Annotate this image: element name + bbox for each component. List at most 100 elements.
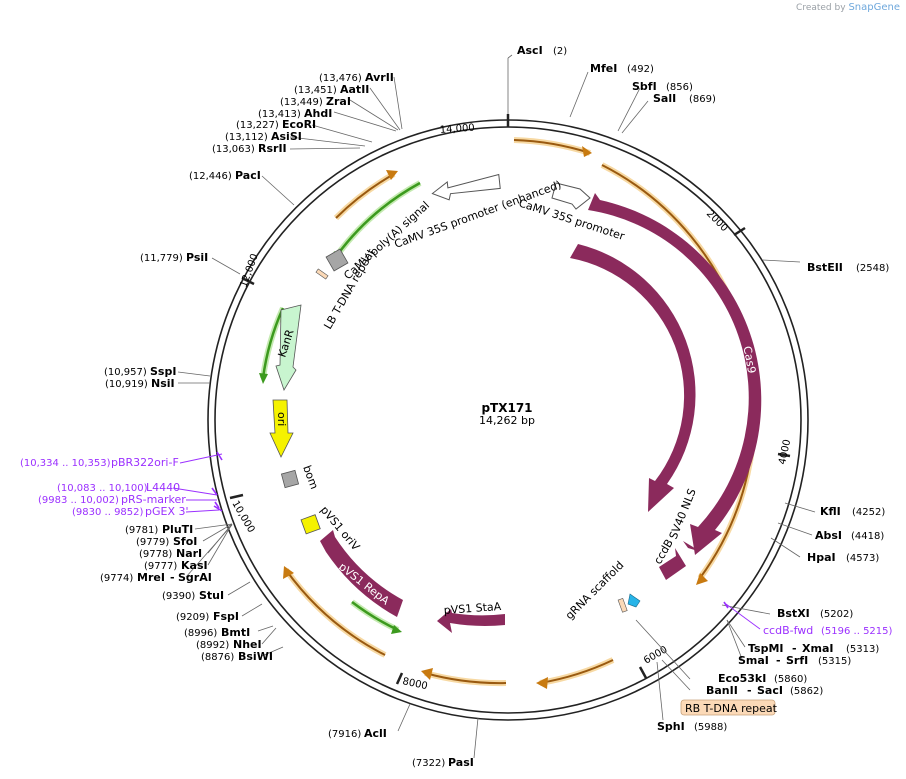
svg-text:(13,413): (13,413): [258, 109, 301, 120]
svg-text:(11,779): (11,779): [140, 253, 183, 264]
svg-text:EcoRI: EcoRI: [282, 118, 316, 131]
svg-text:(10,334 .. 10,353): (10,334 .. 10,353): [20, 458, 111, 469]
svg-text:(9774): (9774): [100, 573, 133, 584]
svg-text:(5202): (5202): [820, 609, 853, 620]
svg-text:(13,227): (13,227): [236, 120, 279, 131]
pvs1-features: [320, 530, 505, 633]
svg-text:RsrII: RsrII: [258, 142, 287, 155]
enzyme-hpai: HpaI(4573): [807, 551, 879, 564]
enzyme-fspi: (9209)FspI: [176, 610, 239, 623]
svg-text:MreI: MreI: [137, 571, 165, 584]
svg-text:PsiI: PsiI: [186, 251, 208, 264]
enzyme-sspi: (10,957)SspI: [104, 365, 176, 378]
enzyme-nari: (9778)NarI: [139, 547, 202, 560]
svg-text:PluTI: PluTI: [162, 523, 193, 536]
svg-text:NheI: NheI: [233, 638, 262, 651]
enzyme-aatii: (13,451)AatII: [294, 83, 369, 96]
tick-label: 2000: [704, 208, 730, 234]
pvs1-staa-label: pVS1 StaA: [443, 600, 502, 617]
svg-text:SacI: SacI: [757, 684, 783, 697]
svg-text:SgrAI: SgrAI: [178, 571, 212, 584]
sv40-nls-marker: [683, 541, 698, 551]
svg-text:(10,957): (10,957): [104, 367, 147, 378]
svg-text:-: -: [170, 571, 175, 584]
svg-text:(9781): (9781): [125, 525, 158, 536]
svg-text:SbfI: SbfI: [632, 80, 657, 93]
enzyme-nsii: (10,919)NsiI: [105, 377, 175, 390]
svg-text:MfeI: MfeI: [590, 62, 617, 75]
svg-text:-: -: [792, 642, 797, 655]
svg-text:SalI: SalI: [653, 92, 676, 105]
svg-text:(5862): (5862): [790, 686, 823, 697]
svg-text:(9778): (9778): [139, 549, 172, 560]
enzyme-bmti: (8996)BmtI: [184, 626, 250, 639]
svg-text:AscI: AscI: [517, 44, 543, 57]
svg-text:(13,451): (13,451): [294, 85, 337, 96]
svg-text:BstEII: BstEII: [807, 261, 843, 274]
svg-text:-: -: [747, 684, 752, 697]
enzyme-eco53ki: Eco53kI(5860): [718, 672, 807, 685]
rb-repeat-label: RB T-DNA repeat: [685, 702, 778, 715]
svg-text:AsiSI: AsiSI: [271, 130, 302, 143]
svg-text:SrfI: SrfI: [786, 654, 808, 667]
svg-text:(13,112): (13,112): [225, 132, 268, 143]
enzyme-asisi: (13,112)AsiSI: [225, 130, 302, 143]
rb-repeat-label-box: RB T-DNA repeat: [680, 699, 778, 716]
svg-text:PasI: PasI: [448, 756, 474, 769]
svg-text:(5196 .. 5215): (5196 .. 5215): [821, 626, 893, 637]
svg-text:(13,449): (13,449): [280, 97, 323, 108]
enzyme-kasi: (9777)KasI: [144, 559, 208, 572]
snapgene-credit: Created by SnapGene: [796, 2, 900, 13]
enzyme-mfei: MfeI(492): [590, 62, 654, 75]
arrow-head-icon: [582, 146, 592, 157]
enzyme-asci: AscI(2): [517, 44, 567, 57]
svg-text:FspI: FspI: [213, 610, 239, 623]
tick-label: 14,000: [439, 123, 475, 136]
svg-text:(5988): (5988): [694, 722, 727, 733]
polya-box: [325, 248, 349, 272]
enzyme-pluti: (9781) PluTI: [125, 523, 193, 536]
arrow-head-icon: [259, 373, 268, 384]
enzyme-ahdi: (13,413)AhdI: [258, 107, 332, 120]
svg-text:SphI: SphI: [657, 720, 685, 733]
cas9-inner-arrow: [570, 244, 696, 512]
svg-text:(9983 .. 10,002): (9983 .. 10,002): [38, 495, 119, 506]
enzyme-paci: (12,446)PacI: [189, 169, 261, 182]
tick-label: 8000: [401, 676, 428, 692]
grna-label: gRNA scaffold: [563, 559, 626, 622]
svg-text:pGEX 3': pGEX 3': [145, 505, 189, 518]
enzyme-nhei: (8992)NheI: [196, 638, 262, 651]
svg-text:NsiI: NsiI: [151, 377, 175, 390]
svg-text:AvrII: AvrII: [365, 71, 394, 84]
tick-marks: [229, 114, 791, 685]
svg-text:ccdB-fwd: ccdB-fwd: [763, 624, 813, 637]
tick-label: 10,000: [229, 499, 256, 535]
enzyme-ecori: (13,227)EcoRI: [236, 118, 316, 131]
primer-l4440: (10,083 .. 10,100)L4440: [57, 481, 180, 494]
kanr-arrow: [275, 304, 302, 391]
cas9-outer-label: Cas9: [740, 345, 758, 374]
enzyme-mrei: (9774) MreI-SgrAI: [100, 571, 212, 584]
arrow-head-icon: [283, 566, 294, 579]
svg-text:BstXI: BstXI: [777, 607, 810, 620]
enzyme-smai: SmaI-SrfI(5315): [738, 654, 851, 667]
enzyme-psii: (11,779)PsiI: [140, 251, 208, 264]
svg-text:KflI: KflI: [820, 505, 841, 518]
svg-text:L4440: L4440: [146, 481, 180, 494]
arrow-head-icon: [391, 625, 402, 634]
svg-text:pBR322ori-F: pBR322ori-F: [111, 456, 179, 469]
svg-text:SspI: SspI: [150, 365, 176, 378]
svg-text:BmtI: BmtI: [221, 626, 250, 639]
enzyme-bsteii: BstEII (2548): [807, 261, 889, 274]
pvs1-staa-arrow: [437, 609, 505, 633]
svg-text:(13,476): (13,476): [319, 73, 362, 84]
svg-text:(5313): (5313): [846, 644, 879, 655]
svg-text:Eco53kI: Eco53kI: [718, 672, 766, 685]
enzyme-sali: SalI(869): [653, 92, 716, 105]
enzyme-banii: BanII-SacI(5862): [706, 684, 823, 697]
svg-text:(12,446): (12,446): [189, 171, 232, 182]
svg-text:pRS-marker: pRS-marker: [121, 493, 186, 506]
svg-text:(2548): (2548): [856, 263, 889, 274]
ori-arrow: [269, 399, 294, 458]
svg-text:-: -: [776, 654, 781, 667]
